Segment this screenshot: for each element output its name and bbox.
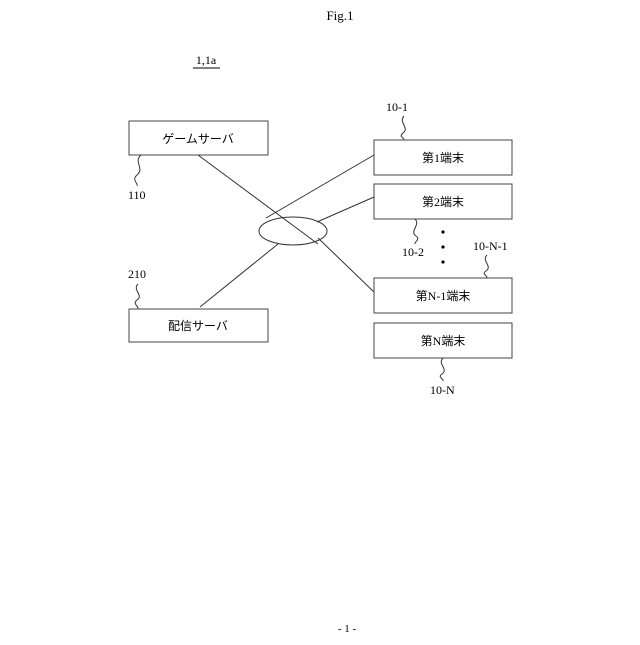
terminal-2-leader-line (414, 219, 418, 244)
ellipsis-dot (441, 230, 444, 233)
terminal-n-1-ref: 10-N-1 (473, 239, 508, 253)
delivery-server-ref: 210 (128, 267, 146, 281)
system-label: 1,1a (196, 53, 217, 67)
terminal-n-leader-line (440, 358, 444, 381)
link-game-server (198, 155, 318, 244)
game-server-node: ゲームサーバ 110 (128, 121, 268, 202)
link-terminal-1 (266, 155, 374, 218)
terminal-n-ref: 10-N (430, 383, 455, 397)
network-connections (198, 155, 374, 307)
network-ellipse (259, 217, 327, 245)
link-terminal-n-1 (318, 238, 374, 292)
terminal-n-1-label: 第N-1端末 (416, 289, 471, 303)
game-server-label: ゲームサーバ (162, 132, 234, 146)
terminal-n-label: 第N端末 (421, 334, 466, 348)
page-number: - 1 - (338, 623, 357, 635)
game-server-ref: 110 (128, 188, 146, 202)
ellipsis-dot (441, 260, 444, 263)
delivery-server-leader-line (135, 284, 139, 309)
terminal-2-ref: 10-2 (402, 245, 424, 259)
terminal-1-leader-line (401, 116, 405, 140)
game-server-leader-line (135, 155, 141, 186)
delivery-server-node: 210 配信サーバ (128, 267, 268, 342)
terminal-n-1-node: 10-N-1 第N-1端末 (374, 239, 512, 313)
link-terminal-2 (317, 197, 374, 222)
ellipsis-dot (441, 245, 444, 248)
terminal-1-label: 第1端末 (422, 151, 464, 165)
ellipsis-dots (441, 230, 444, 263)
terminal-2-label: 第2端末 (422, 195, 464, 209)
link-delivery-server (200, 244, 278, 307)
terminal-1-ref: 10-1 (386, 100, 408, 114)
terminal-n-1-leader-line (484, 255, 488, 278)
delivery-server-label: 配信サーバ (168, 319, 228, 333)
figure-title: Fig.1 (326, 8, 353, 23)
terminal-1-node: 10-1 第1端末 (374, 100, 512, 175)
terminal-n-node: 第N端末 10-N (374, 323, 512, 397)
